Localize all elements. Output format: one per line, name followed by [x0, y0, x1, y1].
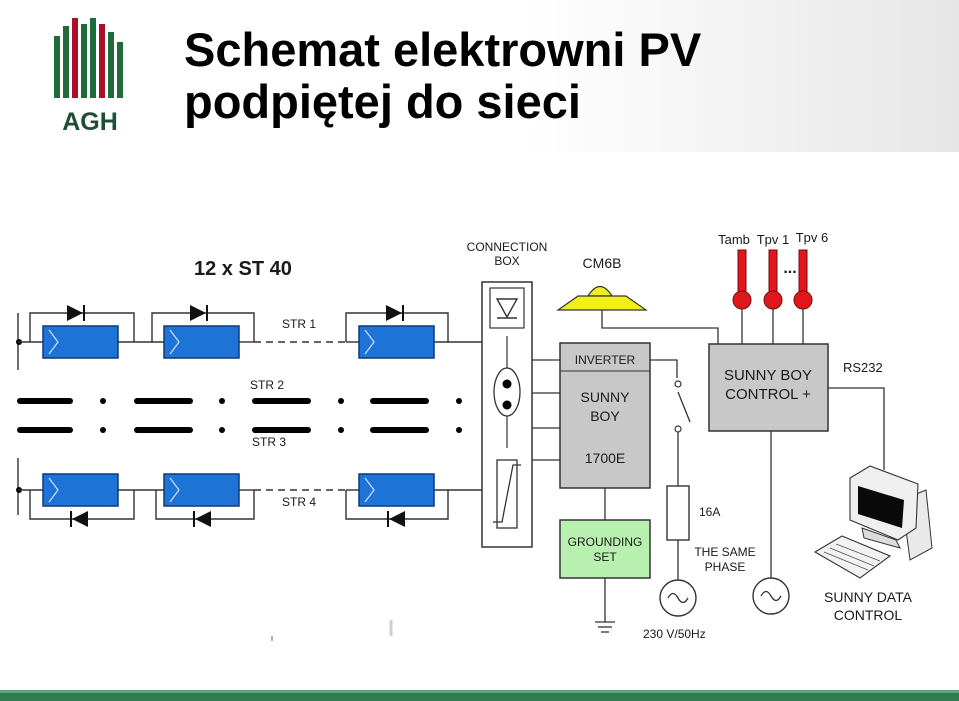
phase-label: THE SAME [694, 545, 755, 559]
string-4: STR 4 [18, 473, 482, 527]
ac-source-icon [659, 579, 697, 617]
lamp-wire [601, 310, 719, 344]
computer-icon [813, 465, 933, 579]
control-label: CONTROL + [725, 386, 811, 403]
inverter-label: INVERTER [575, 353, 636, 367]
blocking-diode-icon [489, 287, 525, 329]
string-2-3-placeholder [17, 398, 429, 433]
control-box [708, 343, 829, 432]
page-title-line1: Schemat elektrowni PV [184, 23, 702, 76]
inverter-label: SUNNY [580, 389, 630, 405]
thermometer-icon [763, 249, 783, 344]
agh-logo-bars-icon [54, 18, 123, 98]
switch-contact [674, 380, 682, 388]
pv-module [163, 473, 240, 507]
cm6b-sensor-icon [556, 285, 648, 311]
connection-box-label: BOX [494, 254, 519, 268]
string-1: STR 1 [18, 305, 482, 359]
rs232-wire [828, 387, 885, 470]
sensor-dots: ... [783, 260, 796, 277]
sensor-label: Tamb [718, 232, 750, 247]
ground-symbol-icon [595, 578, 615, 633]
fuse-label: 16A [699, 505, 720, 519]
fuse-16a-icon [666, 485, 690, 541]
sensor-label: Tpv 1 [757, 232, 790, 247]
phase-label: PHASE [705, 560, 746, 574]
thermometer-icon [793, 249, 813, 344]
control-label: SUNNY BOY [724, 367, 812, 384]
array-label: 12 x ST 40 [194, 258, 292, 280]
inverter-label: BOY [590, 408, 620, 424]
supply-label: 230 V/50Hz [643, 627, 706, 641]
ac-output [650, 359, 691, 580]
bypass-diode-icon [70, 511, 88, 527]
rs232-label: RS232 [843, 360, 883, 375]
connection-box [481, 281, 533, 548]
pc-label: SUNNY DATA [824, 589, 913, 605]
string-label: STR 3 [252, 435, 286, 449]
pv-module [163, 325, 240, 359]
switch-contact [674, 425, 682, 433]
header-band [0, 0, 959, 152]
string-label: STR 2 [250, 378, 284, 392]
agh-logo-text: AGH [62, 108, 118, 136]
pv-module [358, 473, 435, 507]
pv-module [42, 325, 119, 359]
grounding-label: GROUNDING [568, 535, 643, 549]
thermometer-icon [732, 249, 752, 344]
bypass-diode-icon [386, 305, 404, 321]
bypass-diode-icon [190, 305, 208, 321]
footer-highlight [0, 690, 959, 693]
page-title-line2: podpiętej do sieci [184, 75, 581, 128]
pc-label: CONTROL [834, 607, 903, 623]
dc-wires [532, 359, 560, 461]
string-label: STR 4 [282, 495, 316, 509]
pv-module [358, 325, 435, 359]
agh-logo: AGH [54, 18, 123, 136]
fuse-holder-icon [493, 336, 521, 448]
bypass-diode-icon [193, 511, 211, 527]
ac-source-icon [752, 577, 790, 615]
bypass-diode-icon [67, 305, 85, 321]
grounding-box [559, 519, 651, 579]
string-dots [100, 398, 462, 433]
varistor-icon [493, 459, 521, 529]
lamp-label: CM6B [583, 255, 622, 271]
sensor-label: Tpv 6 [796, 230, 829, 245]
bypass-diode-icon [387, 511, 405, 527]
grounding-label: SET [593, 550, 617, 564]
connection-box-label: CONNECTION [467, 240, 548, 254]
pv-module [42, 473, 119, 507]
inverter-label: 1700E [585, 450, 625, 466]
string-label: STR 1 [282, 317, 316, 331]
footer-band [0, 690, 959, 701]
page-title: Schemat elektrowni PV podpiętej do sieci [184, 24, 701, 128]
